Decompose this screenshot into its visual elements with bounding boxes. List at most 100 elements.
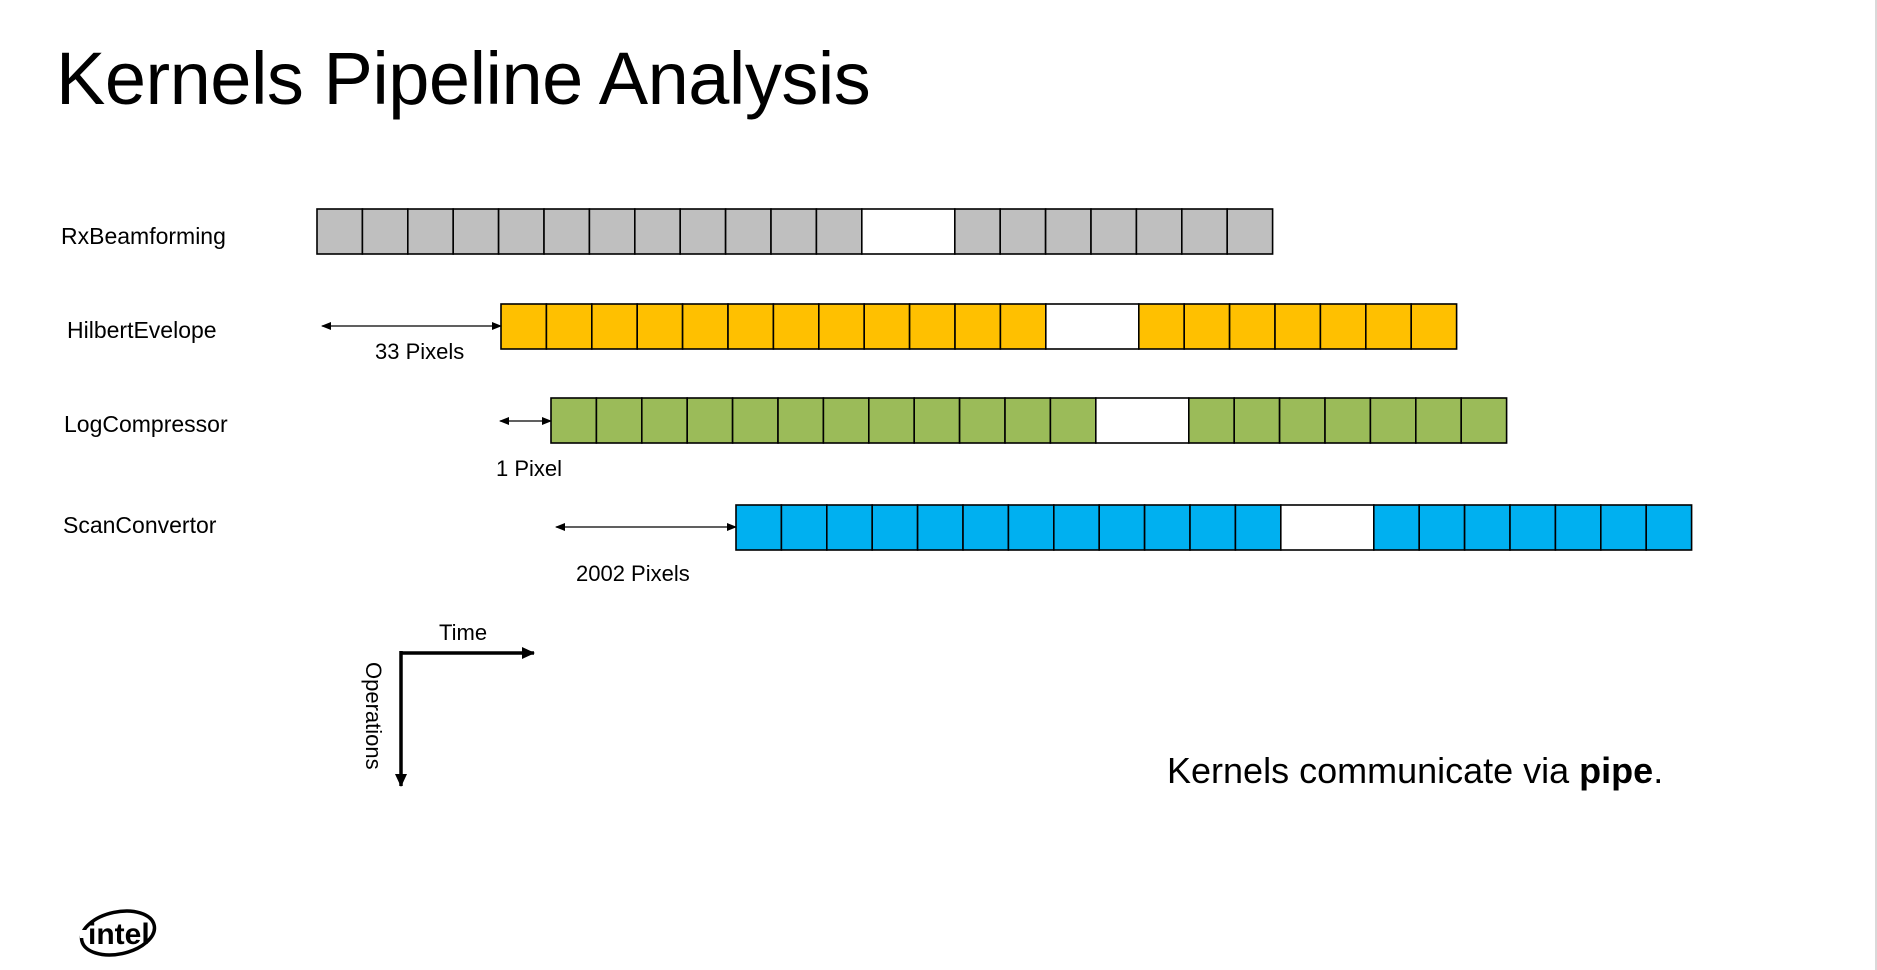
pipeline-cell: [633, 208, 681, 255]
pipeline-cell: [772, 303, 820, 350]
pipeline-cell: [1418, 504, 1466, 551]
svg-text:intel: intel: [88, 918, 150, 951]
pipeline-stall-cell: [860, 208, 956, 255]
pipeline-cell: [731, 397, 779, 444]
gap-label-2002-pixels: 2002 Pixels: [576, 561, 690, 586]
pipeline-cell: [1226, 208, 1274, 255]
gap-label-33-pixels: 33 Pixels: [375, 339, 464, 364]
pipeline-cell: [908, 303, 956, 350]
pipeline-cell: [1554, 504, 1602, 551]
time-axis-label: Time: [439, 620, 487, 645]
pipeline-cell: [1188, 397, 1236, 444]
pipeline-cell: [1365, 303, 1413, 350]
pipeline-cell: [545, 303, 593, 350]
pipeline-cell: [1369, 397, 1417, 444]
pipeline-cell: [681, 303, 729, 350]
slide-edge-divider: [1875, 0, 1877, 970]
pipeline-cell: [406, 208, 454, 255]
pipeline-cell: [1053, 504, 1101, 551]
pipeline-cell: [735, 504, 783, 551]
pipeline-cell: [817, 303, 865, 350]
pipeline-cell: [1007, 504, 1055, 551]
pipeline-cell: [1410, 303, 1458, 350]
pipeline-cell: [1278, 397, 1326, 444]
gap-label-1-pixel: 1 Pixel: [496, 456, 562, 481]
pipeline-cell: [916, 504, 964, 551]
pipeline-cell: [1645, 504, 1693, 551]
pipeline-cell: [1044, 208, 1092, 255]
pipeline-cell: [1460, 397, 1508, 444]
pipeline-cell: [1090, 208, 1138, 255]
kernel-label-rxbeamforming: RxBeamforming: [61, 223, 226, 249]
pipeline-cell: [640, 397, 688, 444]
pipeline-cell: [867, 397, 915, 444]
pipeline-cell: [999, 208, 1047, 255]
pipeline-cell: [1324, 397, 1372, 444]
pipeline-cell: [724, 208, 772, 255]
pipeline-cell: [679, 208, 727, 255]
pipeline-stall-cell: [1095, 397, 1190, 444]
pipeline-cell: [1004, 397, 1052, 444]
pipeline-cell: [958, 397, 1006, 444]
pipeline-cell: [595, 397, 643, 444]
caption-bold: pipe: [1579, 750, 1654, 791]
pipeline-cell: [871, 504, 919, 551]
pipeline-cell: [1463, 504, 1511, 551]
pipeline-cell: [999, 303, 1047, 350]
pipeline-cell: [815, 208, 863, 255]
pipeline-cell: [500, 303, 548, 350]
pipeline-cell: [590, 303, 638, 350]
pipeline-cell: [727, 303, 775, 350]
pipeline-cell: [1319, 303, 1367, 350]
pipeline-cell: [1233, 397, 1281, 444]
pipeline-cell: [1189, 504, 1237, 551]
kernel-label-hilbertevelope: HilbertEvelope: [67, 317, 217, 343]
intel-logo: intel: [79, 909, 157, 957]
pipeline-cell: [954, 303, 1002, 350]
pipeline-cell: [550, 397, 598, 444]
pipeline-cell: [822, 397, 870, 444]
pipeline-cell: [543, 208, 591, 255]
kernel-bar-hilbertevelope: [500, 303, 1458, 350]
pipeline-stall-cell: [1045, 303, 1140, 350]
pipeline-cell: [636, 303, 684, 350]
pipeline-cell: [770, 208, 818, 255]
pipeline-cell: [452, 208, 500, 255]
kernel-label-logcompressor: LogCompressor: [64, 411, 228, 437]
caption: Kernels communicate via pipe.: [1167, 750, 1663, 792]
pipeline-cell: [1415, 397, 1463, 444]
pipeline-stall-cell: [1280, 504, 1375, 551]
pipeline-cell: [777, 397, 825, 444]
pipeline-cell: [686, 397, 734, 444]
pipeline-cell: [962, 504, 1010, 551]
pipeline-cell: [825, 504, 873, 551]
pipeline-cell: [316, 208, 364, 255]
kernel-bar-rxbeamforming: [316, 208, 1274, 255]
pipeline-cell: [913, 397, 961, 444]
pipeline-cell: [1098, 504, 1146, 551]
pipeline-cell: [1228, 303, 1276, 350]
pipeline-cell: [953, 208, 1001, 255]
pipeline-cell: [1274, 303, 1322, 350]
pipeline-cell: [780, 504, 828, 551]
caption-prefix: Kernels communicate via: [1167, 750, 1580, 791]
caption-suffix: .: [1653, 750, 1664, 791]
pipeline-cell: [497, 208, 545, 255]
pipeline-cell: [1600, 504, 1648, 551]
pipeline-cell: [1181, 208, 1229, 255]
kernel-label-scanconvertor: ScanConvertor: [63, 512, 217, 538]
operations-axis-label: Operations: [361, 662, 386, 770]
kernel-bar-scanconvertor: [735, 504, 1693, 551]
pipeline-cell: [1509, 504, 1557, 551]
pipeline-cell: [863, 303, 911, 350]
pipeline-cell: [1143, 504, 1191, 551]
slide-title: Kernels Pipeline Analysis: [56, 37, 871, 120]
kernel-bar-logcompressor: [550, 397, 1508, 444]
pipeline-cell: [588, 208, 636, 255]
pipeline-cell: [361, 208, 409, 255]
pipeline-cell: [1049, 397, 1097, 444]
pipeline-cell: [1135, 208, 1183, 255]
pipeline-cell: [1138, 303, 1186, 350]
pipeline-cell: [1183, 303, 1231, 350]
